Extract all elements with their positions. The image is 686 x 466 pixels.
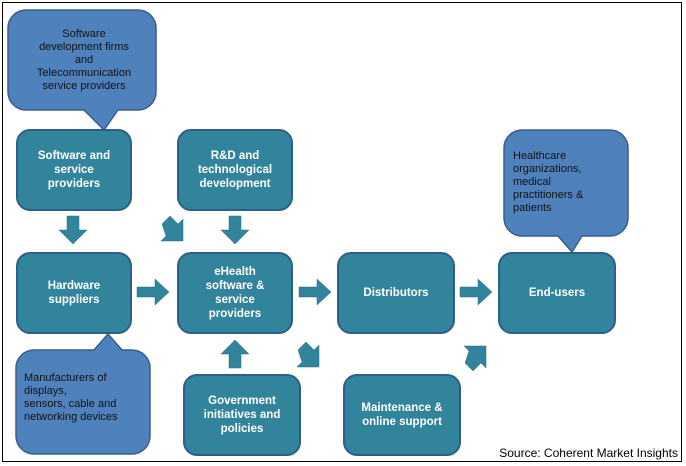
box-software-service-providers: Software and service providers	[16, 129, 132, 211]
box-label: End-users	[528, 287, 586, 299]
box-label: Distributors	[363, 287, 429, 299]
box-ehealth: eHealth software & service providers	[177, 252, 293, 334]
arrow-right-distributors-to-endusers	[459, 278, 493, 306]
callout-software-dev-shape	[7, 9, 157, 132]
arrow-diag-maintenance-to-endusers	[463, 345, 487, 372]
arrow-right-ehealth-to-distributors	[298, 278, 332, 306]
box-government: Government initiatives and policies	[183, 374, 301, 456]
callout-line: sensors, cable and	[24, 398, 117, 410]
arrow-down-software-to-hardware	[58, 215, 88, 245]
callout-line: Manufacturers of	[24, 372, 107, 384]
box-distributors: Distributors	[337, 252, 455, 334]
callout-line: patients	[513, 202, 552, 214]
callout-line: displays,	[24, 385, 67, 397]
callout-healthcare-shape	[503, 129, 629, 254]
box-label: Software and service providers	[37, 150, 111, 190]
box-rnd: R&D and technological development	[177, 129, 293, 211]
arrow-diag-ehealth-to-maintenance	[296, 341, 320, 368]
box-label: Maintenance & online support	[361, 402, 443, 428]
source-label: Source: Coherent Market Insights	[499, 446, 678, 460]
callout-line: Healthcare	[513, 150, 567, 162]
box-maintenance: Maintenance & online support	[343, 374, 461, 456]
box-label: Government initiatives and policies	[203, 395, 281, 435]
callout-software-dev: Software development firms and Telecommu…	[14, 28, 154, 93]
box-label: eHealth software & service providers	[205, 266, 265, 320]
box-hardware-suppliers: Hardware suppliers	[16, 252, 132, 334]
box-end-users: End-users	[498, 252, 616, 334]
diagram-frame	[2, 2, 682, 462]
arrow-down-rnd-to-ehealth	[220, 215, 250, 245]
callout-line: and	[74, 54, 94, 66]
arrow-right-hardware-to-ehealth	[136, 278, 170, 306]
box-label: R&D and technological development	[197, 150, 273, 190]
callout-manufacturers: Manufacturers of displays, sensors, cabl…	[24, 372, 150, 424]
callout-line: networking devices	[24, 411, 118, 423]
callout-line: medical	[513, 176, 551, 188]
callout-line: practitioners &	[513, 189, 584, 201]
arrow-up-government-to-ehealth	[220, 339, 250, 369]
callout-line: Telecommunication	[36, 67, 132, 79]
callout-line: organizations,	[513, 163, 582, 175]
callout-line: development firms	[39, 41, 129, 53]
callout-line: Software	[62, 28, 106, 40]
callout-manufacturers-shape	[15, 332, 151, 455]
box-label: Hardware suppliers	[47, 280, 101, 306]
callout-healthcare: Healthcare organizations, medical practi…	[513, 150, 623, 215]
arrow-diag-software-to-ehealth	[160, 215, 184, 242]
callout-line: service providers	[42, 80, 126, 92]
